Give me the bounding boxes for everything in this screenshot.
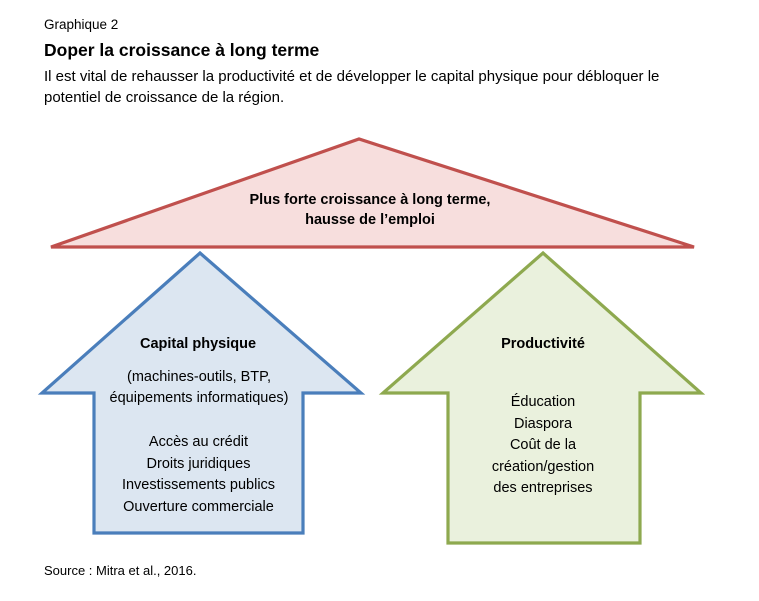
left-arrow-item: Accès au crédit [148,434,249,450]
left-arrow-item-list: Accès au crédit Droits juridiques Invest… [96,432,301,518]
right-arrow-shape [378,250,706,545]
right-arrow-item: des entreprises [493,480,593,496]
figure-label: Graphique 2 [44,17,119,32]
left-arrow-shape [37,250,366,535]
right-arrow-item: Diaspora [513,415,573,432]
page-title: Doper la croissance à long terme [44,40,320,60]
left-arrow-item: Droits juridiques [146,455,251,472]
right-arrow-title: Productivité [501,336,585,352]
left-arrow-item: Ouverture commerciale [123,498,274,515]
left-arrow-subtitle-line2: équipements informatiques) [109,390,289,406]
left-arrow-title: Capital physique [139,336,257,352]
figure-subtitle: Il est vital de rehausser la productivit… [44,68,660,106]
right-arrow-item: Éducation [510,394,576,410]
left-arrow-item: Investissements publics [121,477,276,493]
source-note: Source : Mitra et al., 2016. [44,563,197,578]
left-arrow-subtitle: (machines-outils, BTP, équipements infor… [58,367,340,409]
roof-label: Plus forte croissance à long terme, haus… [225,190,515,230]
right-arrow-item: Coût de la [509,437,577,453]
roof-triangle-shape [50,137,695,249]
roof-label-line1: Plus forte croissance à long terme, [249,192,491,208]
figure-header: Graphique 2 Doper la croissance à long t… [44,16,734,108]
right-arrow-item: création/gestion [491,458,595,475]
right-arrow-item-list: Éducation Diaspora Coût de la création/g… [443,392,643,500]
left-arrow-subtitle-line1: (machines-outils, BTP, [127,369,271,385]
roof-label-line2: hausse de l’emploi [305,212,435,228]
